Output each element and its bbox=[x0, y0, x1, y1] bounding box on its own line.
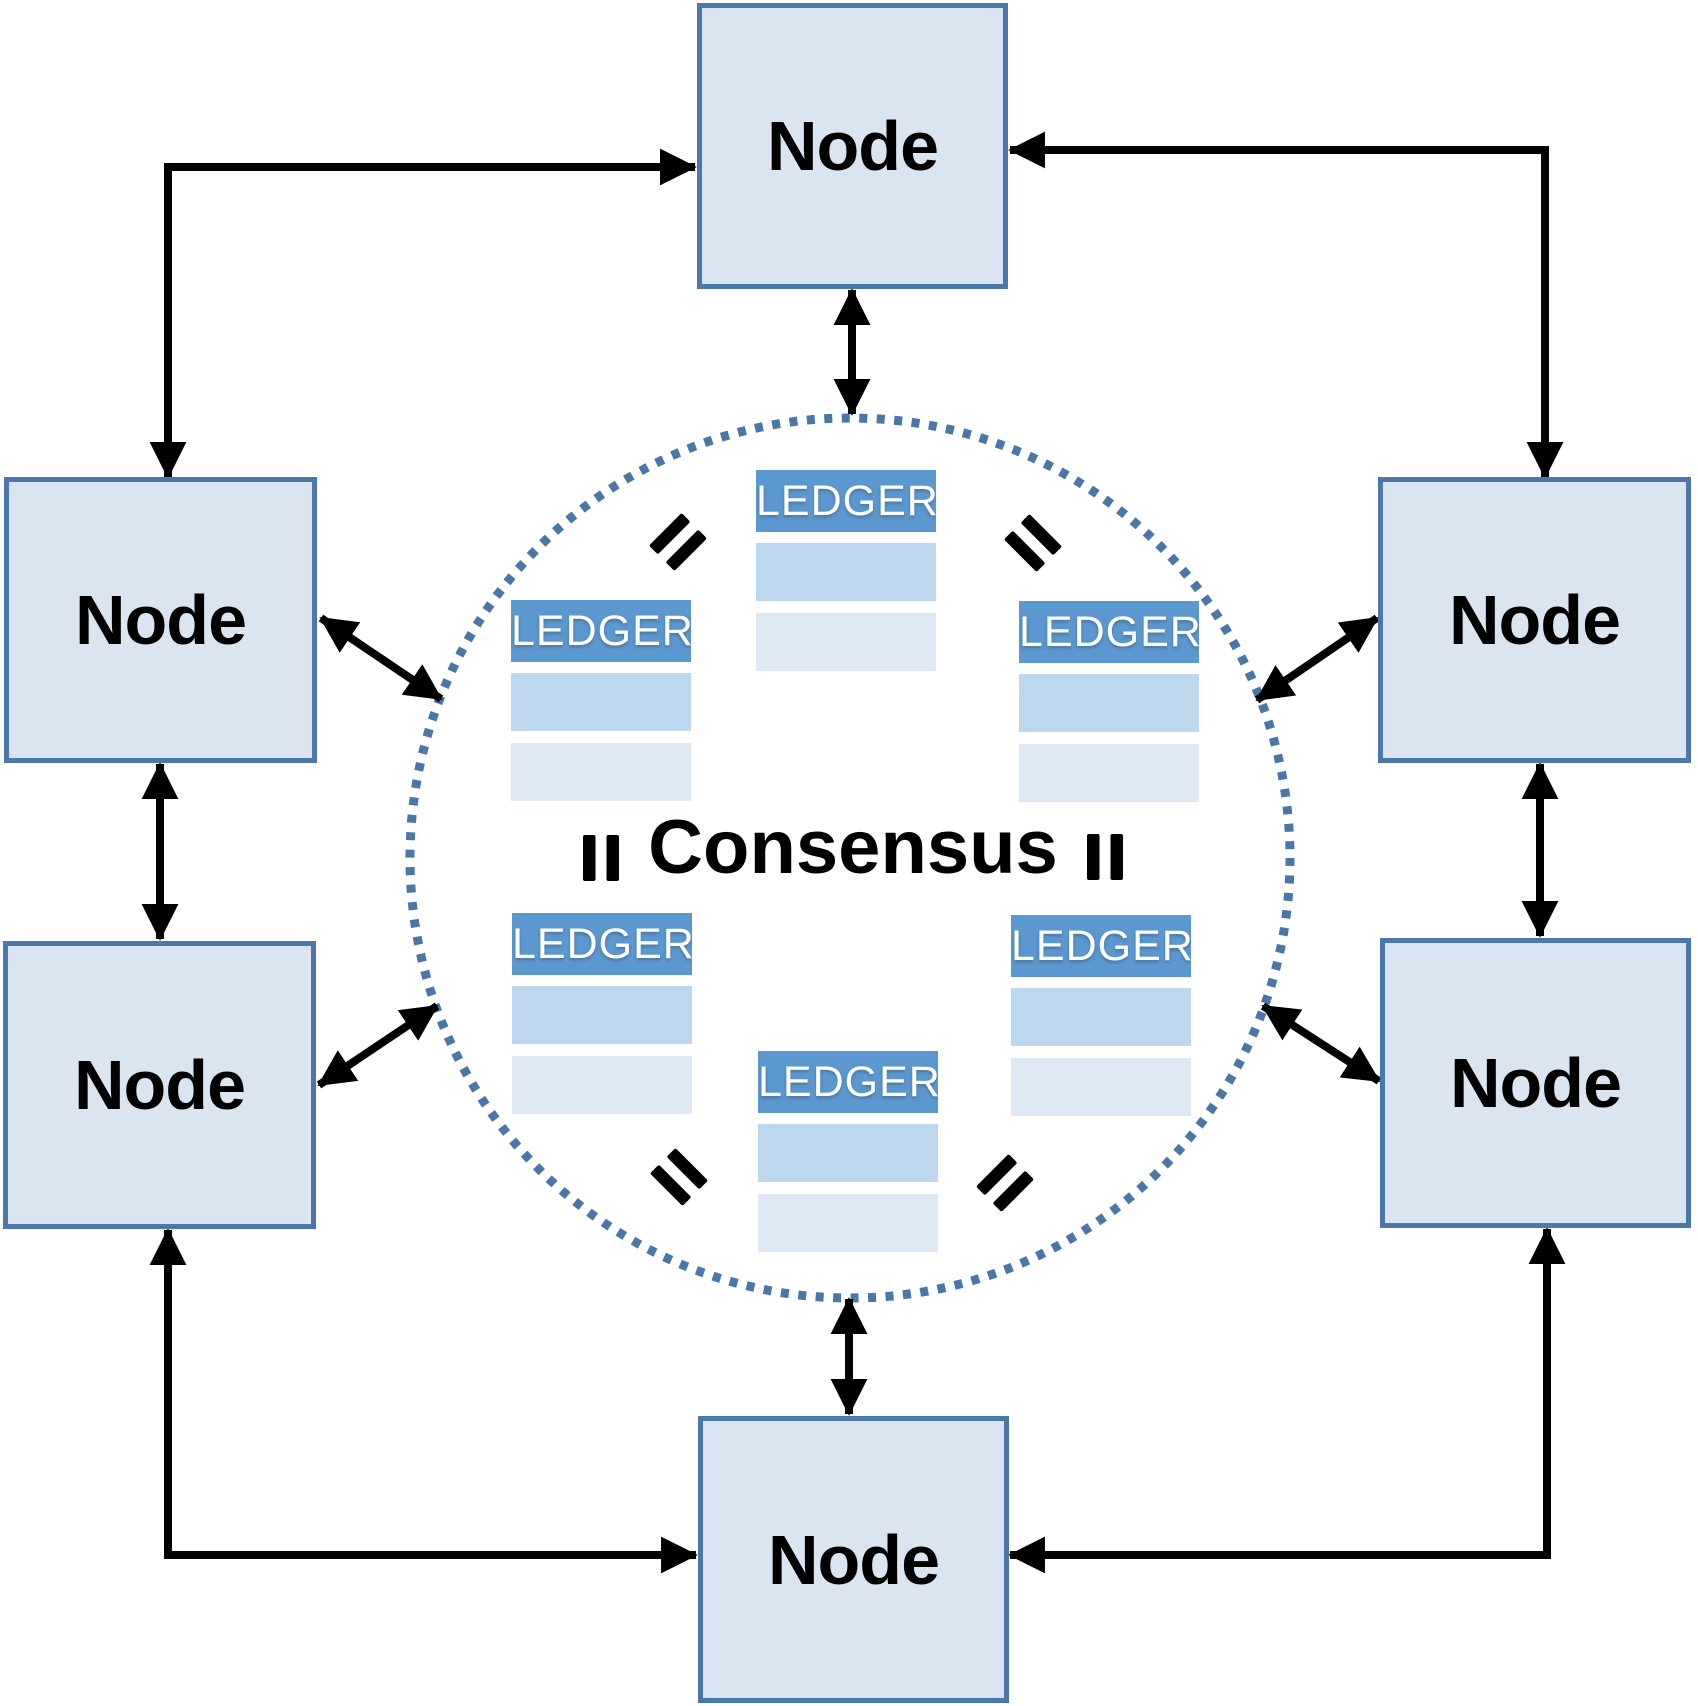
ledger-table-upper-right: LEDGER bbox=[1019, 601, 1201, 802]
ledger-row bbox=[511, 743, 691, 801]
ledger-row bbox=[1019, 744, 1199, 802]
ledger-row bbox=[758, 1194, 938, 1252]
ledger-table-lower-left: LEDGER bbox=[512, 913, 694, 1114]
ledger-row bbox=[756, 543, 936, 601]
equals-icon bbox=[583, 835, 619, 881]
ledger-table-lower-right: LEDGER bbox=[1011, 915, 1193, 1116]
ledger-header: LEDGER bbox=[756, 470, 938, 532]
consensus-circle bbox=[405, 413, 1295, 1303]
ledger-row bbox=[511, 673, 691, 731]
ledger-header: LEDGER bbox=[1019, 601, 1201, 663]
connector-bottom-left bbox=[149, 1228, 698, 1574]
equals-icon bbox=[1087, 834, 1123, 880]
node-box-bottom: Node bbox=[698, 1416, 1009, 1703]
ledger-header: LEDGER bbox=[1011, 915, 1193, 977]
node-label: Node bbox=[74, 1046, 246, 1124]
node-box-top: Node bbox=[697, 3, 1008, 289]
ledger-table-bottom: LEDGER bbox=[758, 1051, 940, 1252]
node-label: Node bbox=[768, 1520, 940, 1599]
ledger-row bbox=[1011, 1058, 1191, 1116]
node-label: Node bbox=[75, 581, 247, 659]
ledger-header: LEDGER bbox=[512, 913, 694, 975]
ledger-row bbox=[1011, 988, 1191, 1046]
ledger-row bbox=[1019, 674, 1199, 732]
node-box-lower-left: Node bbox=[3, 941, 316, 1229]
node-box-upper-left: Node bbox=[4, 477, 317, 763]
arrow-upper-right-circle bbox=[1254, 614, 1380, 704]
connector-top-left bbox=[149, 148, 697, 479]
equals-icon bbox=[650, 1148, 708, 1206]
consensus-title: Consensus bbox=[648, 805, 1058, 890]
ledger-table-top: LEDGER bbox=[756, 470, 938, 671]
equals-icon bbox=[649, 513, 707, 571]
node-label: Node bbox=[767, 107, 939, 185]
ledger-header: LEDGER bbox=[758, 1051, 940, 1113]
node-box-lower-right: Node bbox=[1380, 938, 1691, 1228]
node-label: Node bbox=[1449, 581, 1621, 659]
ledger-row bbox=[758, 1124, 938, 1182]
ledger-row bbox=[512, 1056, 692, 1114]
connector-top-right bbox=[1008, 131, 1564, 479]
arrow-upper-left-circle bbox=[318, 614, 444, 703]
arrow-lower-right-circle bbox=[1260, 1002, 1382, 1085]
equals-icon bbox=[1004, 514, 1062, 572]
node-box-upper-right: Node bbox=[1378, 477, 1691, 763]
equals-icon bbox=[976, 1154, 1034, 1212]
ledger-row bbox=[512, 986, 692, 1044]
ledger-row bbox=[756, 613, 936, 671]
ledger-table-upper-left: LEDGER bbox=[511, 600, 693, 801]
node-label: Node bbox=[1450, 1044, 1622, 1122]
connector-bottom-right bbox=[1008, 1227, 1566, 1574]
ledger-header: LEDGER bbox=[511, 600, 693, 662]
arrow-lower-left-circle bbox=[316, 1002, 440, 1089]
